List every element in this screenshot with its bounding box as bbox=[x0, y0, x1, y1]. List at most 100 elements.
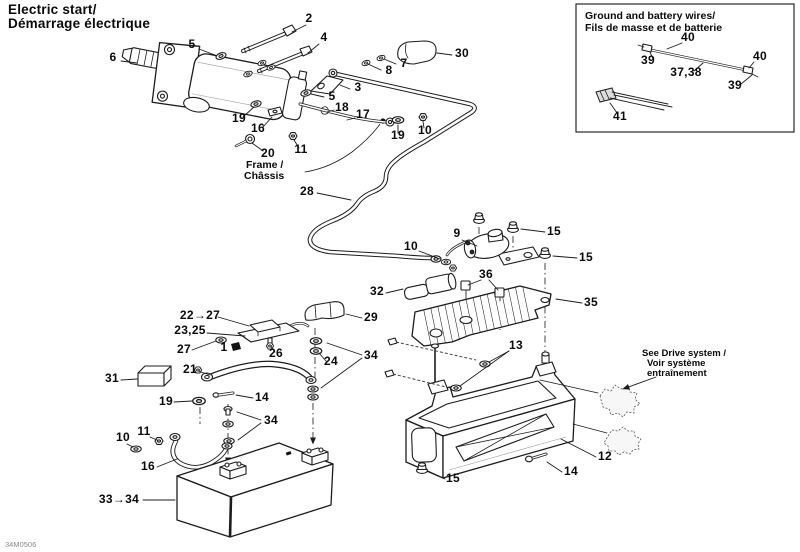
callout-4: 4 bbox=[321, 30, 328, 44]
starter-bolt-4 bbox=[257, 45, 313, 74]
callout-15a: 15 bbox=[547, 224, 561, 238]
washer-34-left-a bbox=[222, 420, 234, 428]
callout-31: 31 bbox=[105, 371, 119, 385]
callout-14a: 14 bbox=[255, 390, 269, 404]
callout-20: 20 bbox=[261, 146, 275, 160]
nut-top-solenoid bbox=[473, 212, 485, 224]
base-plate-35 bbox=[411, 285, 552, 347]
callout-5a: 5 bbox=[189, 37, 196, 51]
bolt-36a bbox=[460, 280, 471, 295]
bolt-14b bbox=[524, 452, 548, 463]
callout-19a: 19 bbox=[232, 111, 246, 125]
starter-motor bbox=[121, 41, 308, 121]
ground-wire-16 bbox=[169, 432, 233, 470]
callout-10c: 10 bbox=[116, 430, 130, 444]
washer-34-right-a bbox=[307, 385, 319, 393]
leader-lines bbox=[120, 24, 755, 501]
callout-24: 24 bbox=[324, 354, 338, 368]
callout-32: 32 bbox=[370, 284, 384, 298]
crimp-tool-41 bbox=[595, 87, 673, 111]
callout-labels: 2 4 5 6 30 7 8 3 5 18 17 19 16 20 11 19 … bbox=[99, 11, 767, 506]
battery bbox=[176, 442, 334, 538]
callout-30: 30 bbox=[455, 46, 469, 60]
callout-36: 36 bbox=[479, 267, 493, 281]
callout-19c: 19 bbox=[159, 394, 173, 408]
callout-14b: 14 bbox=[564, 464, 578, 478]
callout-40b: 40 bbox=[753, 49, 767, 63]
ghost-drive-parts bbox=[539, 376, 657, 456]
battery-tray-12 bbox=[405, 343, 576, 479]
callout-34a: 34 bbox=[364, 348, 378, 362]
callout-26: 26 bbox=[269, 346, 283, 360]
terminal-boot-29 bbox=[304, 301, 345, 321]
callout-7: 7 bbox=[401, 56, 408, 70]
nut-15a bbox=[507, 221, 519, 233]
drive-note-line3: entraînement bbox=[647, 368, 707, 379]
callout-15c: 15 bbox=[446, 471, 460, 485]
callout-8: 8 bbox=[386, 63, 393, 77]
washer-10b bbox=[440, 258, 452, 266]
nut-10b bbox=[448, 264, 458, 272]
callout-10a: 10 bbox=[418, 123, 432, 137]
callout-39a: 39 bbox=[641, 53, 655, 67]
callout-35: 35 bbox=[584, 295, 598, 309]
washer-19c bbox=[192, 396, 206, 406]
diagram-title-en: Electric start/ bbox=[8, 2, 97, 17]
frame-note-fr: Châssis bbox=[244, 170, 284, 182]
callout-18: 18 bbox=[335, 100, 349, 114]
callout-37-38: 37,38 bbox=[670, 65, 702, 79]
inset-title-fr: Fils de masse et de batterie bbox=[585, 22, 722, 34]
callout-6: 6 bbox=[110, 50, 117, 64]
callout-40a: 40 bbox=[681, 30, 695, 44]
callout-9: 9 bbox=[454, 226, 461, 240]
nut-10a bbox=[418, 113, 428, 121]
relay-bracket-22-27 bbox=[237, 319, 310, 343]
callout-16b: 16 bbox=[141, 459, 155, 473]
washer-34-right-b bbox=[307, 393, 319, 401]
callout-19b: 19 bbox=[391, 128, 405, 142]
callout-41: 41 bbox=[613, 109, 627, 123]
diagram-title-fr: Démarrage électrique bbox=[8, 16, 150, 31]
bracket-3 bbox=[310, 75, 344, 95]
nut-15c bbox=[416, 462, 428, 474]
callout-23-25: 23,25 bbox=[174, 323, 206, 337]
callout-12: 12 bbox=[598, 449, 612, 463]
callout-33-34: 33→34 bbox=[99, 492, 139, 506]
callout-17: 17 bbox=[356, 107, 370, 121]
starter-cable-28 bbox=[307, 68, 477, 263]
callout-2: 2 bbox=[306, 11, 313, 25]
nut-15b bbox=[539, 247, 551, 259]
callout-11a: 11 bbox=[294, 142, 307, 156]
drive-note-line2: Voir système bbox=[647, 358, 705, 369]
callout-34b: 34 bbox=[264, 413, 278, 427]
nut-11b bbox=[154, 437, 164, 445]
callout-1: 1 bbox=[221, 340, 228, 354]
reference-screw-b bbox=[384, 369, 447, 388]
washer-8 bbox=[360, 58, 372, 68]
callout-5b: 5 bbox=[329, 89, 336, 103]
callout-29: 29 bbox=[364, 310, 378, 324]
callout-3: 3 bbox=[355, 80, 362, 94]
document-code: 34M0506 bbox=[5, 540, 36, 549]
frame-attachment-leader bbox=[304, 118, 386, 173]
frame-note-en: Frame / bbox=[246, 159, 283, 171]
screw-34-left bbox=[223, 405, 233, 416]
callout-22-27: 22→27 bbox=[180, 308, 220, 322]
callout-10b: 10 bbox=[404, 239, 418, 253]
callout-21: 21 bbox=[183, 362, 197, 376]
bolt-36b bbox=[494, 287, 505, 302]
starter-solenoid-9 bbox=[445, 228, 540, 266]
inset-title-en: Ground and battery wires/ bbox=[585, 10, 715, 22]
inset-ground-battery-wires bbox=[575, 3, 795, 133]
part-1-indicator bbox=[231, 342, 241, 351]
washer-24b bbox=[309, 347, 323, 355]
washer-19b bbox=[391, 116, 405, 124]
bolt-14a bbox=[212, 391, 235, 398]
starter-bolt-2 bbox=[241, 24, 297, 54]
eyelet-16a bbox=[267, 106, 283, 117]
rubber-boot-30 bbox=[397, 40, 437, 65]
washer-7 bbox=[375, 53, 387, 63]
callout-15b: 15 bbox=[579, 250, 593, 264]
